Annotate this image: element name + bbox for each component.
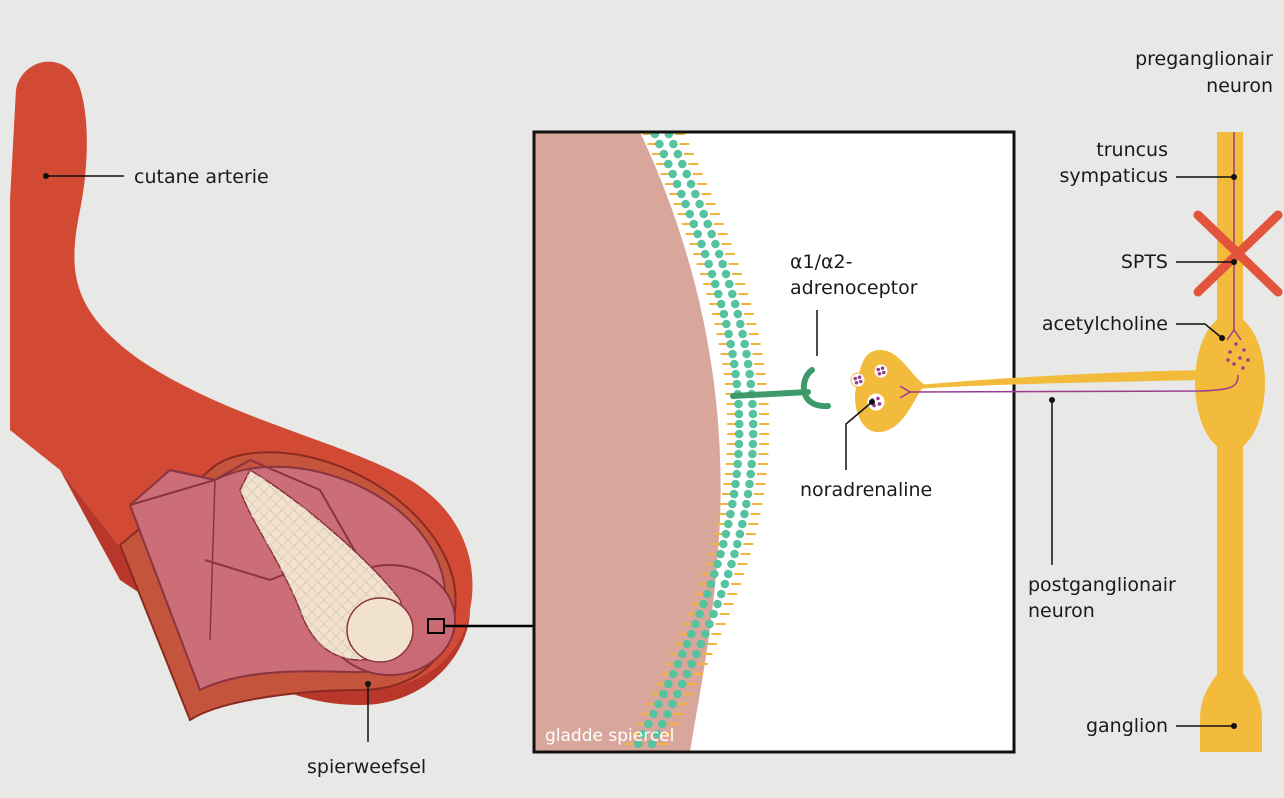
- spts-label: SPTS: [1121, 251, 1168, 273]
- truncus-label-line2: sympaticus: [1060, 165, 1168, 187]
- spierweefsel-text: spierweefsel: [307, 756, 426, 778]
- noradrenaline-label: noradrenaline: [800, 479, 932, 501]
- zoom-box: gladde spiercel: [534, 130, 1014, 752]
- receptor-label-line2: adrenoceptor: [790, 277, 918, 299]
- receptor-label-line1: α1/α2-: [790, 251, 852, 273]
- preganglionair-label-line1: preganglionair: [1135, 48, 1273, 70]
- gladde-spiercel-text: gladde spiercel: [545, 726, 674, 746]
- cutane-arterie-text: cutane arterie: [134, 166, 269, 188]
- ganglion-label: ganglion: [1086, 715, 1168, 737]
- acetylcholine-label: acetylcholine: [1042, 313, 1168, 335]
- postganglionair-label-line1: postganglionair: [1028, 574, 1176, 596]
- preganglionair-label-line2: neuron: [1206, 75, 1273, 97]
- postganglionair-label-line2: neuron: [1028, 600, 1095, 622]
- truncus-label-line1: truncus: [1096, 139, 1168, 161]
